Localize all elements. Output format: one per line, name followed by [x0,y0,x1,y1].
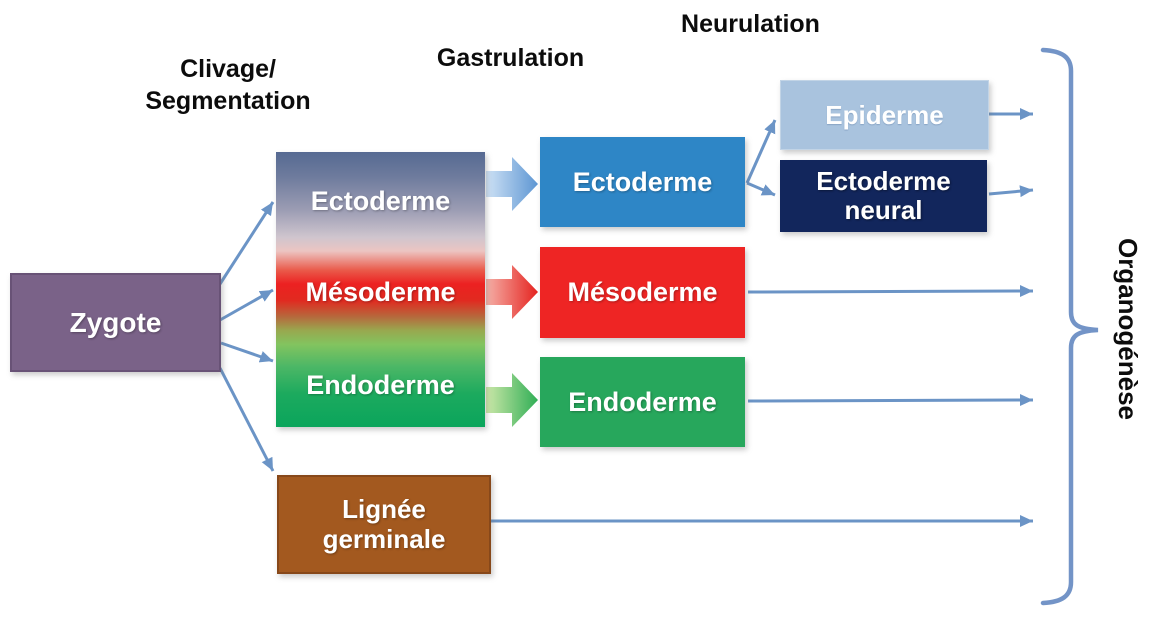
stage-label-neurulation: Neurulation [681,10,820,38]
stage-label-gastrulation: Gastrulation [436,44,585,72]
arrow-endoderme-to-organogenese [747,394,1034,407]
clivage-line1: Clivage/ [180,55,276,83]
epiderme-box: Epiderme [780,80,989,150]
ectoderme-neural-label: Ectoderme neural [816,165,951,225]
ectoderme-neural-box: Ectoderme neural [780,160,987,232]
arrow-mesoderme-to-organogenese [747,285,1034,298]
arrow-neural-to-organogenese [988,185,1034,198]
arrow-zygote-to-endoderme [220,341,274,363]
block-arrow-endoderme [486,373,538,427]
block-arrow-mesoderme [486,265,538,319]
arrow-zygote-to-mesoderme [219,288,274,322]
block-arrow-ectoderme [486,157,538,211]
stage-label-organogenese: Organogénèse [1113,237,1143,421]
blastula-mesoderme-label: Mésoderme [305,277,456,307]
organogenese-brace [1040,47,1099,606]
clivage-line2: Segmentation [145,87,311,115]
arrow-zygote-to-germline [218,367,275,472]
germ-layers-gradient-box: Ectoderme Mésoderme Endoderme [276,152,485,427]
blastula-ectoderme-label: Ectoderme [310,186,451,216]
stage-label-clivage-segmentation: Clivage/ Segmentation [118,53,338,117]
arrow-ectoderme-to-epiderme [745,119,777,184]
arrow-ectoderme-to-neural [746,181,776,197]
germline-label: Lignée germinale [322,494,446,554]
zygote-box: Zygote [10,273,221,372]
gastrula-mesoderme-box: Mésoderme [540,247,745,338]
germline-box: Lignée germinale [277,475,491,574]
gastrula-ectoderme-box: Ectoderme [540,137,745,227]
arrow-zygote-to-ectoderme [218,201,275,285]
gastrula-endoderme-box: Endoderme [540,357,745,447]
blastula-endoderme-label: Endoderme [306,370,455,400]
